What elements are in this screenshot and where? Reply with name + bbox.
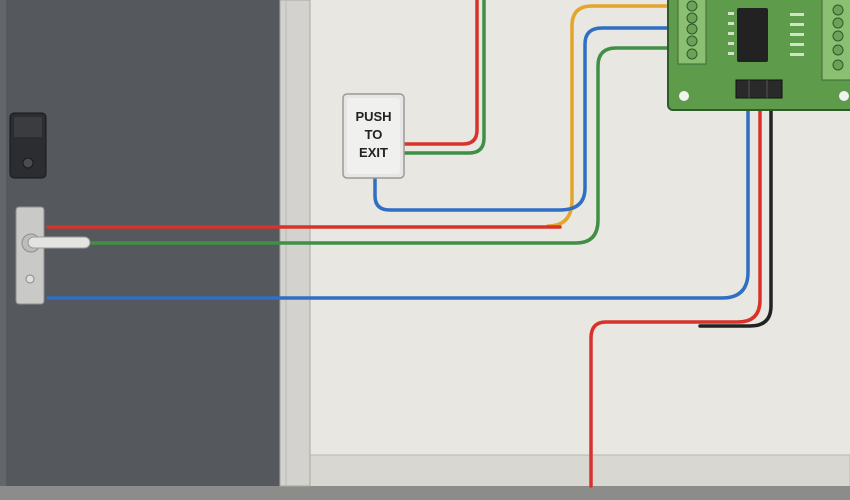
baseboard bbox=[309, 454, 850, 488]
microchip bbox=[737, 8, 768, 62]
power-connector bbox=[735, 79, 783, 99]
card-reader bbox=[9, 112, 47, 179]
wire-red-top bbox=[402, 0, 479, 146]
exit-button-line-2: TO bbox=[365, 127, 383, 142]
wire-green-top bbox=[402, 0, 486, 155]
wire-orange bbox=[546, 4, 680, 228]
exit-button-line-3: EXIT bbox=[359, 145, 388, 160]
mount-hole bbox=[679, 91, 689, 101]
wire-blue-exit bbox=[373, 26, 680, 212]
access-controller-board bbox=[667, 0, 850, 111]
wire-green-handle bbox=[90, 46, 680, 245]
wire-blue-handle bbox=[46, 96, 750, 300]
floor bbox=[0, 486, 850, 500]
wires bbox=[46, 0, 773, 488]
push-to-exit-button[interactable]: PUSH TO EXIT bbox=[342, 93, 405, 179]
exit-button-line-1: PUSH bbox=[355, 109, 391, 124]
terminal-block-right bbox=[821, 0, 850, 81]
door-edge bbox=[0, 0, 6, 486]
mount-hole bbox=[839, 91, 849, 101]
wire-red-power bbox=[589, 96, 762, 488]
board-components bbox=[728, 12, 804, 56]
door-handle[interactable] bbox=[15, 206, 91, 305]
terminal-block-left bbox=[677, 0, 707, 65]
wire-black-power bbox=[698, 96, 773, 328]
